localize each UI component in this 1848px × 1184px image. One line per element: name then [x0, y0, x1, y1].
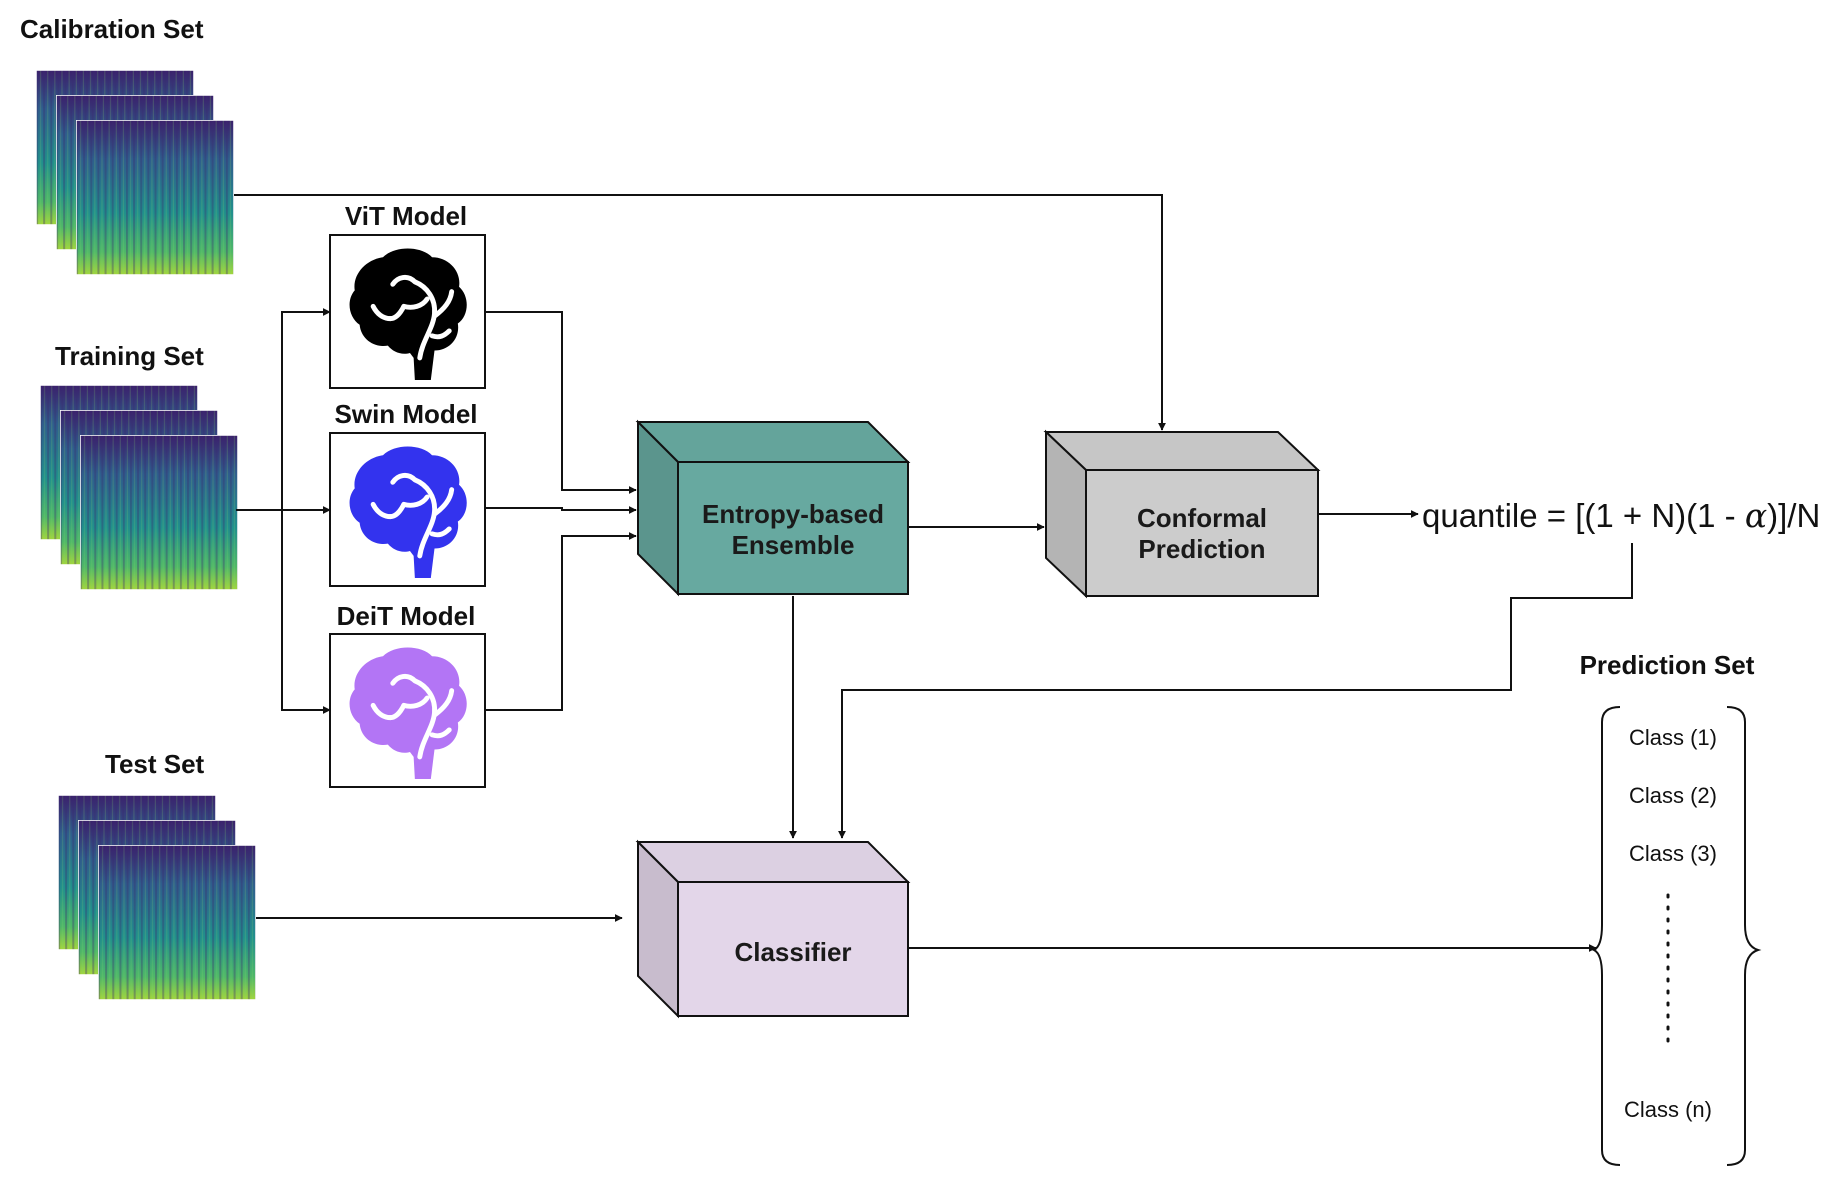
- conformal-label-line2: Prediction: [1138, 534, 1265, 564]
- deit-model: DeiT Model: [329, 601, 486, 788]
- classifier-label: Classifier: [734, 937, 851, 967]
- ensemble-label-line1: Entropy-based: [702, 499, 884, 529]
- conformal-box: Conformal Prediction: [1043, 429, 1321, 599]
- vit-model-title: ViT Model: [345, 201, 467, 231]
- test-set: Test Set: [58, 749, 256, 1000]
- conformal-label-line1: Conformal: [1137, 503, 1267, 533]
- prediction-set-title: Prediction Set: [1580, 650, 1755, 680]
- prediction-class-1: Class (1): [1629, 725, 1717, 750]
- test-set-title: Test Set: [105, 749, 205, 779]
- prediction-set-left-brace: [1591, 706, 1621, 1166]
- prediction-class-3: Class (3): [1629, 841, 1717, 866]
- arrow-vit-to-ensemble: [486, 311, 637, 494]
- arrow-formula-to-classifier: [838, 543, 1633, 839]
- quantile-formula-suffix: )]/N: [1767, 497, 1820, 534]
- prediction-set: Prediction Set Class (1) Class (2) Class…: [1580, 650, 1762, 1166]
- connectors: [234, 194, 1633, 952]
- arrow-training-to-deit: [281, 510, 331, 714]
- training-spectrogram-3: [80, 435, 238, 590]
- swin-model: Swin Model: [329, 399, 486, 587]
- calibration-spectrogram-3: [76, 120, 234, 275]
- ensemble-box: Entropy-based Ensemble: [635, 419, 911, 597]
- training-set: Training Set: [40, 341, 238, 590]
- calibration-set-title: Calibration Set: [20, 14, 204, 44]
- deit-model-title: DeiT Model: [337, 601, 476, 631]
- training-set-title: Training Set: [55, 341, 204, 371]
- arrow-calibration-to-conformal: [234, 194, 1166, 431]
- swin-model-title: Swin Model: [335, 399, 478, 429]
- prediction-set-right-brace: [1726, 706, 1762, 1166]
- calibration-set: Calibration Set: [20, 14, 234, 275]
- ensemble-label-line2: Ensemble: [732, 530, 855, 560]
- arrow-swin-to-ensemble: [486, 506, 637, 514]
- arrow-deit-to-ensemble: [486, 532, 637, 711]
- vit-model: ViT Model: [329, 201, 486, 389]
- prediction-class-n: Class (n): [1624, 1097, 1712, 1122]
- quantile-formula: quantile = [(1 + N)(1 - α)]/N: [1422, 496, 1820, 535]
- arrow-training-to-vit: [281, 308, 331, 510]
- prediction-class-2: Class (2): [1629, 783, 1717, 808]
- alpha-symbol: α: [1745, 496, 1767, 535]
- test-spectrogram-3: [98, 845, 256, 1000]
- quantile-formula-prefix: quantile = [(1 + N)(1 -: [1422, 497, 1745, 534]
- classifier-box: Classifier: [635, 839, 911, 1019]
